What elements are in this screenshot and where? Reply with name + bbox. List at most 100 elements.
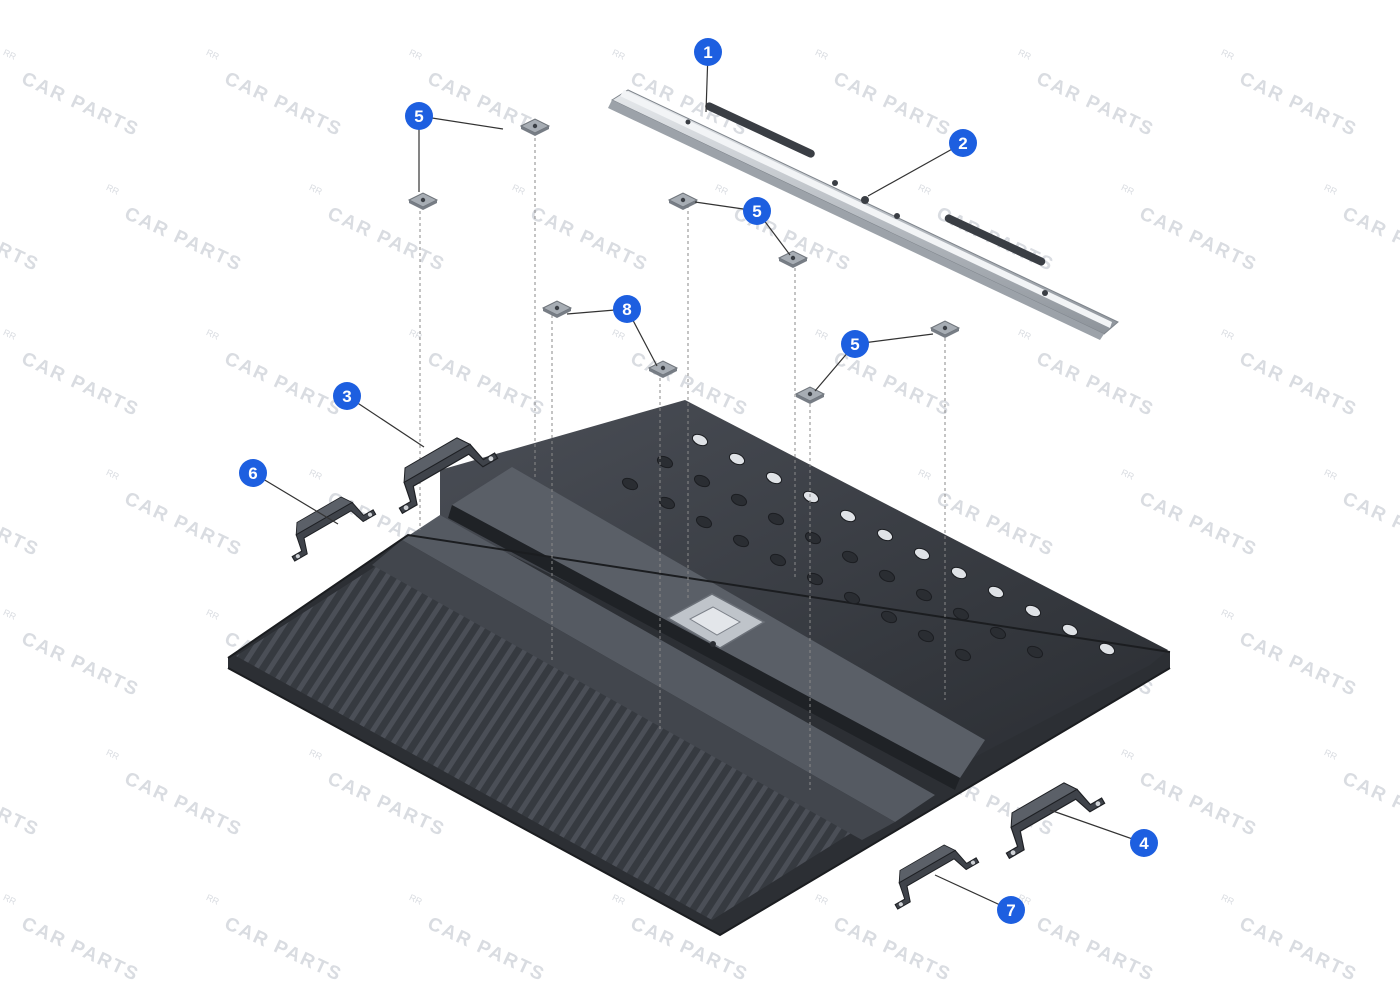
watermark-logo: RR [308, 467, 324, 482]
watermark-logo: RR [205, 327, 221, 342]
leader-line [346, 395, 425, 448]
watermark-text: CAR PARTS [1033, 68, 1157, 141]
watermark-logo: RR [105, 747, 121, 762]
mounting-brackets [291, 437, 1106, 910]
watermark-logo: RR [205, 47, 221, 62]
callout-circle [239, 459, 267, 487]
spacer-plate [929, 320, 961, 338]
watermark-logo: RR [611, 47, 627, 62]
watermark-logo: RR [1323, 747, 1339, 762]
watermark-text: CAR PARTS [1339, 203, 1400, 276]
watermark-text: CAR PARTS [830, 68, 954, 141]
watermark-text: CAR PARTS [221, 913, 345, 986]
watermark-logo: RR [814, 892, 830, 907]
floor-hole [839, 509, 857, 523]
floor-hole [841, 550, 859, 564]
floor-pan [227, 400, 1171, 937]
watermark-logo: RR [917, 467, 933, 482]
watermark-logo: RR [205, 607, 221, 622]
watermark-text: CAR PARTS [121, 488, 245, 561]
leader-line [252, 472, 339, 525]
watermark-text: CAR PARTS [424, 348, 548, 421]
watermark-logo: RR [308, 182, 324, 197]
callout-number: 1 [703, 43, 712, 62]
watermark-logo: RR [714, 182, 730, 197]
callout-3: 3 [333, 382, 361, 410]
watermark-logo: RR [408, 47, 424, 62]
floor-hole [728, 452, 746, 466]
floor-hole [621, 477, 639, 491]
floor-hole [656, 455, 674, 469]
floor-hole [915, 588, 933, 602]
callout-4: 4 [1130, 829, 1158, 857]
leader-line [1049, 809, 1145, 844]
callout-number: 6 [248, 464, 257, 483]
watermark-logo: RR [1220, 327, 1236, 342]
watermark-logo: RR [1017, 47, 1033, 62]
watermark-text: CAR PARTS [527, 203, 651, 276]
floor-hole [732, 534, 750, 548]
watermark-text: CAR PARTS [424, 913, 548, 986]
watermark-logo: RR [2, 47, 18, 62]
floor-hole [1061, 623, 1079, 637]
floor-hole [767, 512, 785, 526]
watermark-text: CAR PARTS [1236, 68, 1360, 141]
floor-hole [989, 626, 1007, 640]
callout-number: 7 [1006, 901, 1015, 920]
callout-circle [1130, 829, 1158, 857]
watermark-text: CAR PARTS [1236, 628, 1360, 701]
watermark-text: CAR PARTS [221, 68, 345, 141]
watermark-logo: RR [1220, 892, 1236, 907]
callout-circle [613, 295, 641, 323]
watermark-logo: RR [1220, 607, 1236, 622]
watermark-logo: RR [1120, 182, 1136, 197]
floor-hole [878, 569, 896, 583]
callout-number: 5 [414, 107, 423, 126]
watermark-logo: RR [1323, 182, 1339, 197]
watermark-logo: RR [205, 892, 221, 907]
watermark-logo: RR [105, 182, 121, 197]
watermark-logo: RR [814, 47, 830, 62]
callout-circle [405, 102, 433, 130]
spacer-plate [519, 118, 551, 136]
callout-5: 5 [743, 197, 771, 225]
floor-hole [695, 515, 713, 529]
mounting-bracket [398, 437, 499, 515]
watermark-text: CAR PARTS [18, 913, 142, 986]
watermark-text: CAR PARTS [324, 203, 448, 276]
watermark-logo: RR [917, 182, 933, 197]
watermark-logo: RR [1220, 47, 1236, 62]
watermark-logo: RR [611, 327, 627, 342]
floor-hole [806, 572, 824, 586]
watermark-text: CAR PARTS [18, 628, 142, 701]
callout-6: 6 [239, 459, 267, 487]
watermark-logo: RR [1017, 327, 1033, 342]
callout-8: 8 [613, 295, 641, 323]
floor-hole [802, 490, 820, 504]
callout-number: 3 [342, 387, 351, 406]
watermark-logo: RR [611, 892, 627, 907]
watermark-text: CAR PARTS [1136, 488, 1260, 561]
watermark-logo: RR [2, 607, 18, 622]
callout-circle [841, 330, 869, 358]
upper-cross-rail [608, 89, 1119, 340]
watermark-text: CAR PARTS [324, 768, 448, 841]
floor-hole [1098, 642, 1116, 656]
watermark-text: CAR PARTS [18, 348, 142, 421]
spacer-plate [794, 386, 826, 404]
floor-hole [765, 471, 783, 485]
callout-5: 5 [405, 102, 433, 130]
